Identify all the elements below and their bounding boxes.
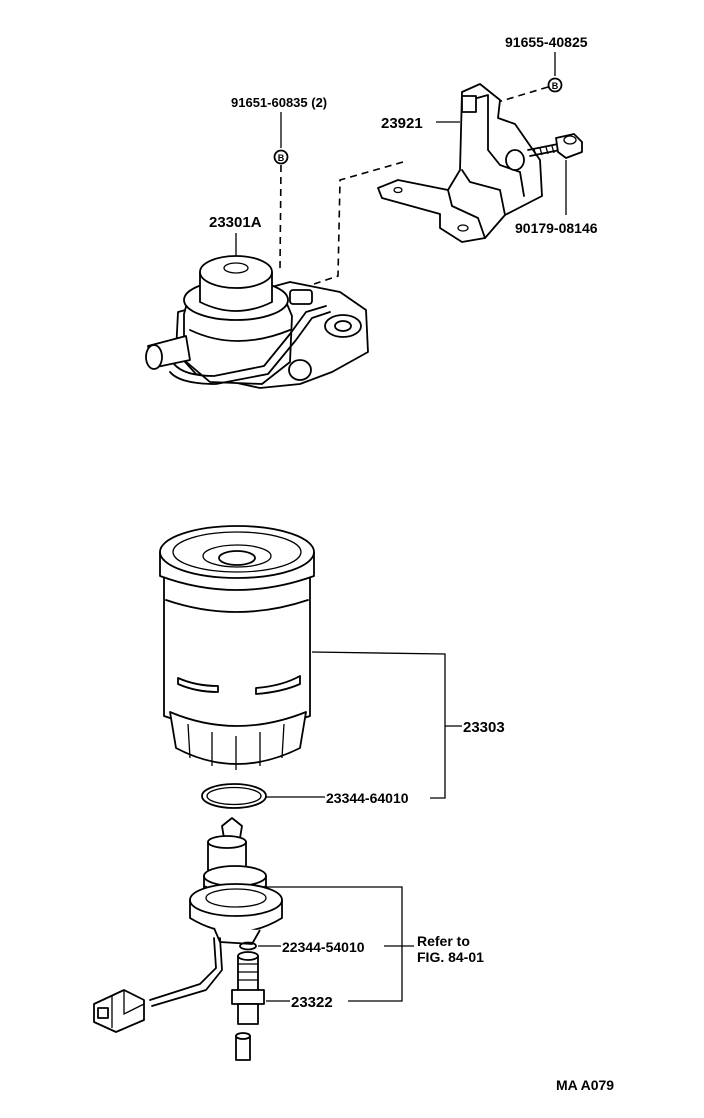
mounting-bracket (377, 83, 543, 243)
refer-note-line1: Refer to (417, 933, 470, 949)
bracket-leader (266, 886, 403, 1002)
callout-22344-54010: 22344-54010 (282, 939, 365, 955)
bracket-slot (461, 95, 477, 113)
callout-23303: 23303 (463, 719, 505, 736)
svg-text:B: B (278, 153, 285, 163)
bracket-hole (505, 149, 525, 171)
filter-element (159, 525, 315, 770)
refer-note-line2: FIG. 84-01 (417, 949, 484, 965)
filter-housing (145, 255, 369, 389)
o-ring (201, 783, 267, 809)
callout-23344-64010: 23344-64010 (326, 790, 409, 806)
dashed-leader (279, 164, 282, 269)
svg-text:B: B (552, 81, 559, 91)
dashed-leader (497, 86, 549, 103)
callout-90179-08146: 90179-08146 (515, 220, 598, 236)
dashed-leader (313, 161, 404, 285)
sensor-assembly (93, 817, 283, 1061)
callout-23301A: 23301A (209, 214, 262, 231)
bracket-leader (311, 651, 446, 799)
callout-91651-60835: 91651-60835 (2) (231, 95, 327, 110)
callout-91655-40825: 91655-40825 (505, 34, 588, 50)
fastener-b-icon: B (273, 149, 289, 165)
small-o-ring (239, 941, 257, 951)
fastener-b-icon: B (547, 77, 563, 93)
callout-23921: 23921 (381, 115, 423, 132)
figure-code: MA A079 (556, 1077, 614, 1093)
side-bolt (527, 133, 583, 159)
callout-23322: 23322 (291, 994, 333, 1011)
